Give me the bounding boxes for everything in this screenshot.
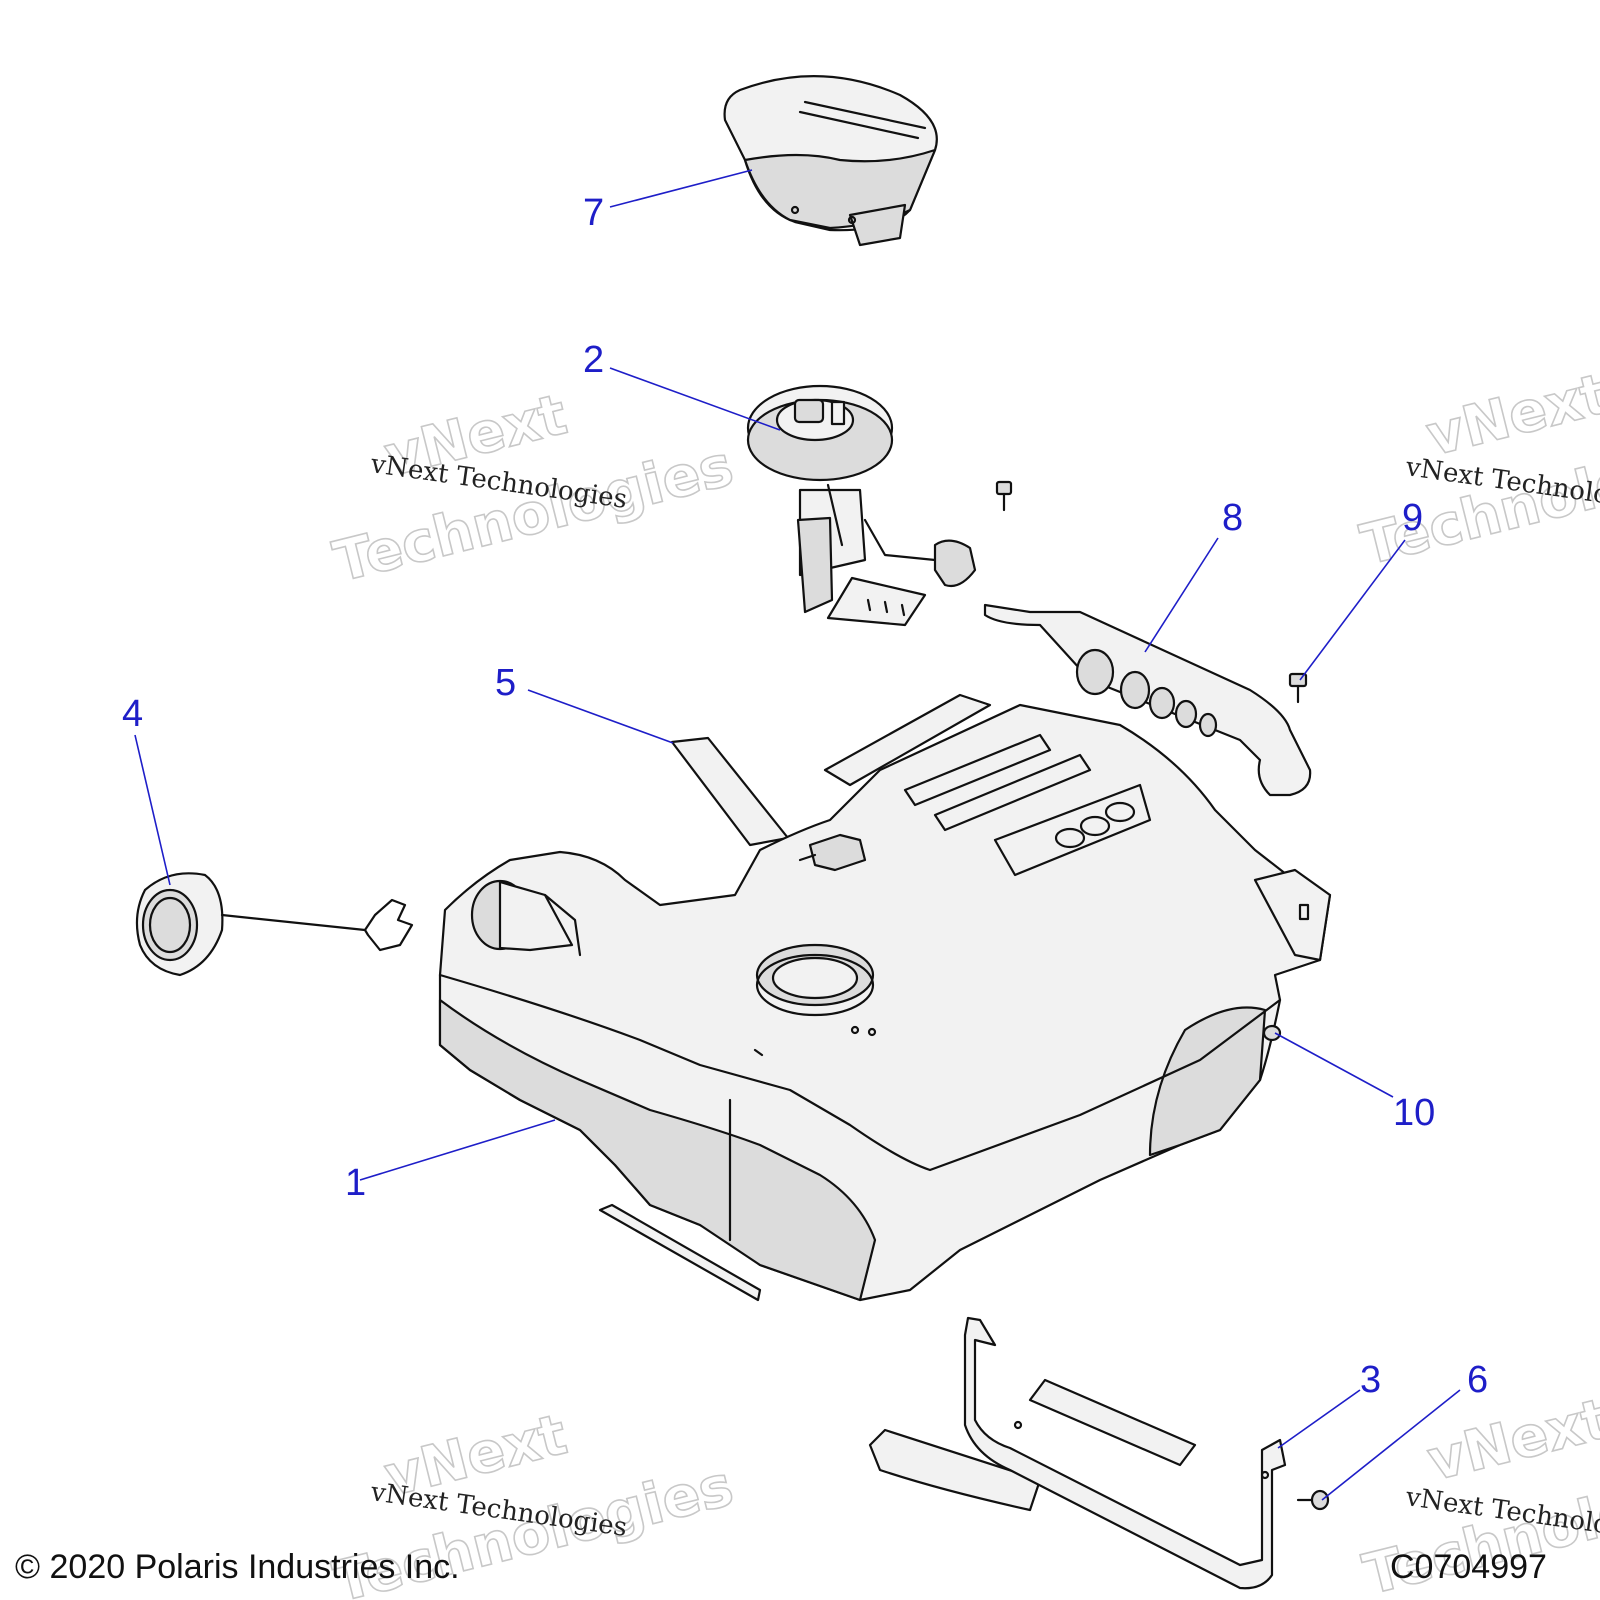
part-7-pump-cover (723, 75, 938, 247)
leader-line-1 (359, 1119, 556, 1181)
part-5-pad-left (670, 736, 790, 847)
callout-4: 4 (122, 693, 143, 735)
callout-3: 3 (1360, 1359, 1381, 1401)
callout-9: 9 (1402, 497, 1423, 539)
part-9-bolt (1288, 672, 1308, 704)
part-3-strap (963, 1316, 1287, 1590)
part-2-fuel-pump (746, 384, 977, 627)
leader-line-3 (1277, 1389, 1361, 1449)
part-10-nut (1262, 1024, 1282, 1042)
leader-line-9 (1299, 539, 1406, 681)
leader-line-2 (609, 367, 781, 431)
watermark-big-top-right: vNext (1420, 362, 1600, 470)
part-pad-lower-left (598, 1203, 762, 1302)
leader-line-7 (609, 169, 753, 208)
callout-8: 8 (1222, 497, 1243, 539)
part-5-pad-top (823, 693, 992, 787)
leader-line-5 (527, 689, 674, 744)
callout-10: 10 (1393, 1092, 1435, 1134)
part-4-fuel-cap (135, 872, 414, 977)
part-9-bolt-upper (995, 480, 1013, 512)
part-pad-lower-right (1028, 1378, 1197, 1467)
leader-line-6 (1321, 1389, 1461, 1501)
callout-2: 2 (583, 339, 604, 381)
leader-line-10 (1274, 1032, 1394, 1098)
leader-line-8 (1144, 537, 1219, 653)
leader-line-4 (134, 734, 171, 886)
copyright-text: © 2020 Polaris Industries Inc. (15, 1548, 460, 1586)
part-6-bolt (1296, 1489, 1330, 1511)
callout-7: 7 (583, 192, 604, 234)
watermark-big-top-bottom-right: vNext (1422, 1387, 1600, 1495)
callout-5: 5 (495, 662, 516, 704)
watermark-group-top-right: vNext Technologies (1354, 361, 1600, 579)
part-1-fuel-tank (438, 703, 1332, 1302)
diagram-code: C0704997 (1390, 1548, 1547, 1586)
part-8-bracket (983, 603, 1312, 797)
callout-6: 6 (1467, 1359, 1488, 1401)
part-pad-lower-middle (868, 1428, 1042, 1512)
callout-1: 1 (345, 1162, 366, 1204)
